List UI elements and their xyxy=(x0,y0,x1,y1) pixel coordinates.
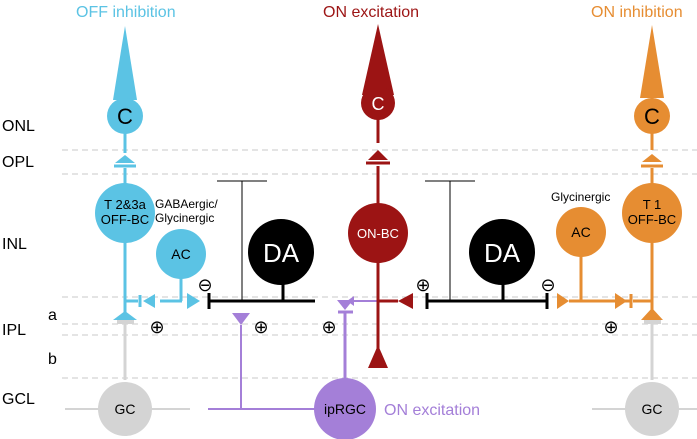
on-bc-cell: ON-BC xyxy=(348,203,408,263)
layer-label-inl: INL xyxy=(2,236,27,253)
iprgc-on-excitation-label: ON excitation xyxy=(384,402,480,419)
ac-left-cell: AC xyxy=(156,229,206,279)
t1-label-line1: T 1 xyxy=(643,197,662,212)
ac-left-type-line2: Glycinergic xyxy=(155,211,214,225)
da-left-pathway xyxy=(207,180,315,309)
gc-left-label: GC xyxy=(115,401,136,417)
minus-sign-left: ⊖ xyxy=(197,275,212,295)
da-right-pathway xyxy=(425,180,549,309)
layer-label-b: b xyxy=(48,351,57,368)
cone-center-label: C xyxy=(372,94,385,114)
cone-left-label: C xyxy=(117,104,133,129)
layer-label-opl: OPL xyxy=(2,154,34,171)
on-pathway xyxy=(362,24,413,368)
off-bc-label-line1: T 2&3a xyxy=(104,197,146,212)
on-bc-label: ON-BC xyxy=(357,226,399,241)
t1-label-line2: OFF-BC xyxy=(628,212,676,227)
layer-label-onl: ONL xyxy=(2,118,35,135)
header-on-inhibition: ON inhibition xyxy=(591,4,683,21)
gc-right-pathway xyxy=(592,320,697,436)
ac-right-label: AC xyxy=(571,224,590,240)
da-left-label: DA xyxy=(263,238,300,268)
off-bc-label-line2: OFF-BC xyxy=(101,212,149,227)
ac-left-type-line1: GABAergic/ xyxy=(155,197,218,211)
t1-off-bc-cell: T 1 OFF-BC xyxy=(622,183,682,243)
cone-right-label: C xyxy=(644,104,660,129)
iprgc-cell-label: ipRGC xyxy=(324,401,366,417)
gc-right-label: GC xyxy=(642,401,663,417)
cone-center: C xyxy=(361,86,395,120)
plus-sign-iprgc-left: ⊕ xyxy=(253,317,268,337)
ac-right-type: Glycinergic xyxy=(551,190,610,204)
cone-right: C xyxy=(634,98,670,134)
cone-left: C xyxy=(107,98,143,134)
layer-label-ipl: IPL xyxy=(2,322,26,339)
on-inhibition-pathway xyxy=(557,25,664,320)
ac-right-cell: AC xyxy=(556,207,606,257)
off-pathway xyxy=(113,26,200,320)
iprgc-pathway xyxy=(208,296,395,439)
da-right-label: DA xyxy=(484,238,521,268)
layer-label-a: a xyxy=(48,307,57,324)
layer-label-gcl: GCL xyxy=(2,391,35,408)
plus-sign-off-bc: ⊕ xyxy=(149,317,164,337)
layer-boundaries xyxy=(62,149,697,379)
header-on-excitation: ON excitation xyxy=(323,4,419,21)
header-off-inhibition: OFF inhibition xyxy=(76,4,176,21)
plus-sign-t1: ⊕ xyxy=(603,317,618,337)
ac-left-label: AC xyxy=(171,246,190,262)
plus-sign-iprgc-center: ⊕ xyxy=(321,317,336,337)
minus-sign-right: ⊖ xyxy=(540,275,555,295)
plus-sign-on-bc: ⊕ xyxy=(415,275,430,295)
off-bc-cell: T 2&3a OFF-BC xyxy=(95,183,155,243)
gc-left-pathway xyxy=(65,320,190,436)
